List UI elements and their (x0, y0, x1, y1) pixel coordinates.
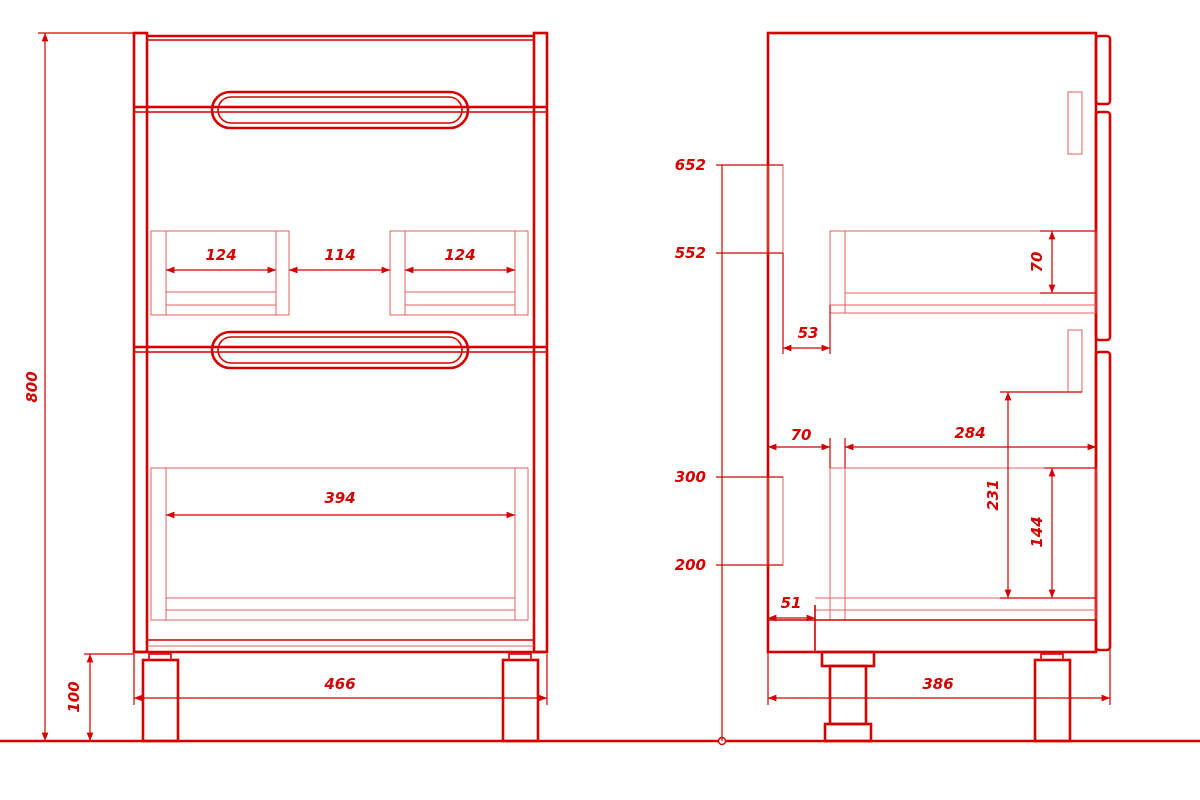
side-upper-handle (1067, 91, 1083, 155)
side-lower-handle (1067, 329, 1083, 393)
mark-552-label: 552 (675, 244, 706, 262)
upper-compartment-left (150, 230, 290, 316)
front-right-leg (501, 658, 540, 743)
front-left-leg (141, 658, 180, 743)
upper-handle (210, 90, 470, 130)
front-view: 800 100 466 124 114 124 394 (23, 31, 549, 743)
side-adjustable-foot (820, 650, 876, 668)
upper-drawer-height-label: 70 (1028, 252, 1046, 273)
lower-drawer-box (829, 467, 1097, 621)
lower-drawer-front (1094, 350, 1112, 652)
lower-drawer-length-label: 284 (954, 424, 985, 442)
plinth-setback-label: 51 (781, 594, 802, 612)
lower-opening-height-label: 231 (984, 479, 1002, 510)
upper-compartment-right (389, 230, 529, 316)
side-carcass (766, 31, 1098, 654)
lower-compartment-width-label: 394 (324, 489, 355, 507)
lower-compartment (150, 467, 529, 621)
mark-300-label: 300 (675, 468, 706, 486)
mark-200-label: 200 (675, 556, 706, 574)
upper-drawer-box (829, 230, 1097, 314)
side-view: 652 552 300 200 386 70 53 70 284 231 (675, 31, 1112, 743)
upper-gap-width-label: 114 (324, 246, 355, 264)
side-front-leg (1033, 658, 1072, 743)
overall-width-label: 466 (323, 675, 355, 693)
leg-height-label: 100 (65, 681, 83, 712)
middle-drawer-front (1094, 110, 1112, 342)
mark-652-label: 652 (675, 156, 706, 174)
upper-left-width-label: 124 (205, 246, 236, 264)
left-side-panel (132, 31, 149, 654)
upper-setback-label: 53 (798, 324, 819, 342)
upper-right-width-label: 124 (444, 246, 475, 264)
depth-label: 386 (922, 675, 953, 693)
lower-setback-label: 70 (791, 426, 812, 444)
lower-handle (210, 330, 470, 370)
lower-drawer-height-label: 144 (1028, 516, 1046, 547)
right-side-panel (532, 31, 549, 654)
overall-height-label: 800 (23, 371, 41, 402)
upper-drawer-front (1094, 34, 1112, 106)
